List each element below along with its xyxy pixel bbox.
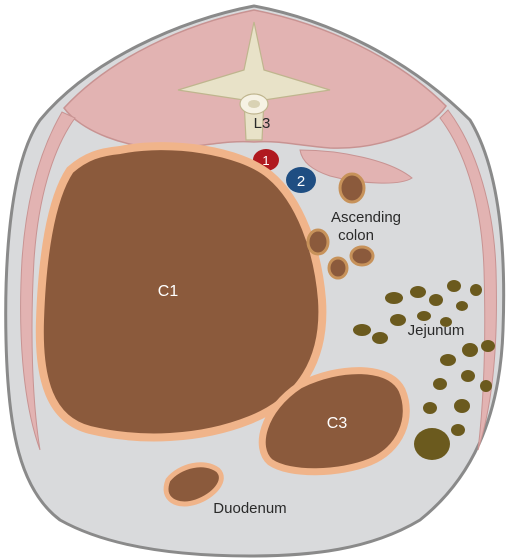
ascending-colon-label-line1: Ascending (331, 209, 401, 226)
vertebra-label: L3 (254, 115, 271, 132)
cyst-c1-label: C1 (158, 283, 179, 300)
jejunum-label: Jejunum (408, 322, 465, 339)
ascending-colon-label-line2: colon (338, 227, 374, 244)
ivc-marker-number: 2 (297, 173, 305, 190)
cyst-c3-label: C3 (327, 415, 348, 432)
cyst-c1 (40, 146, 323, 437)
ivc-marker: 2 (286, 167, 316, 193)
duodenum-label: Duodenum (213, 500, 286, 517)
